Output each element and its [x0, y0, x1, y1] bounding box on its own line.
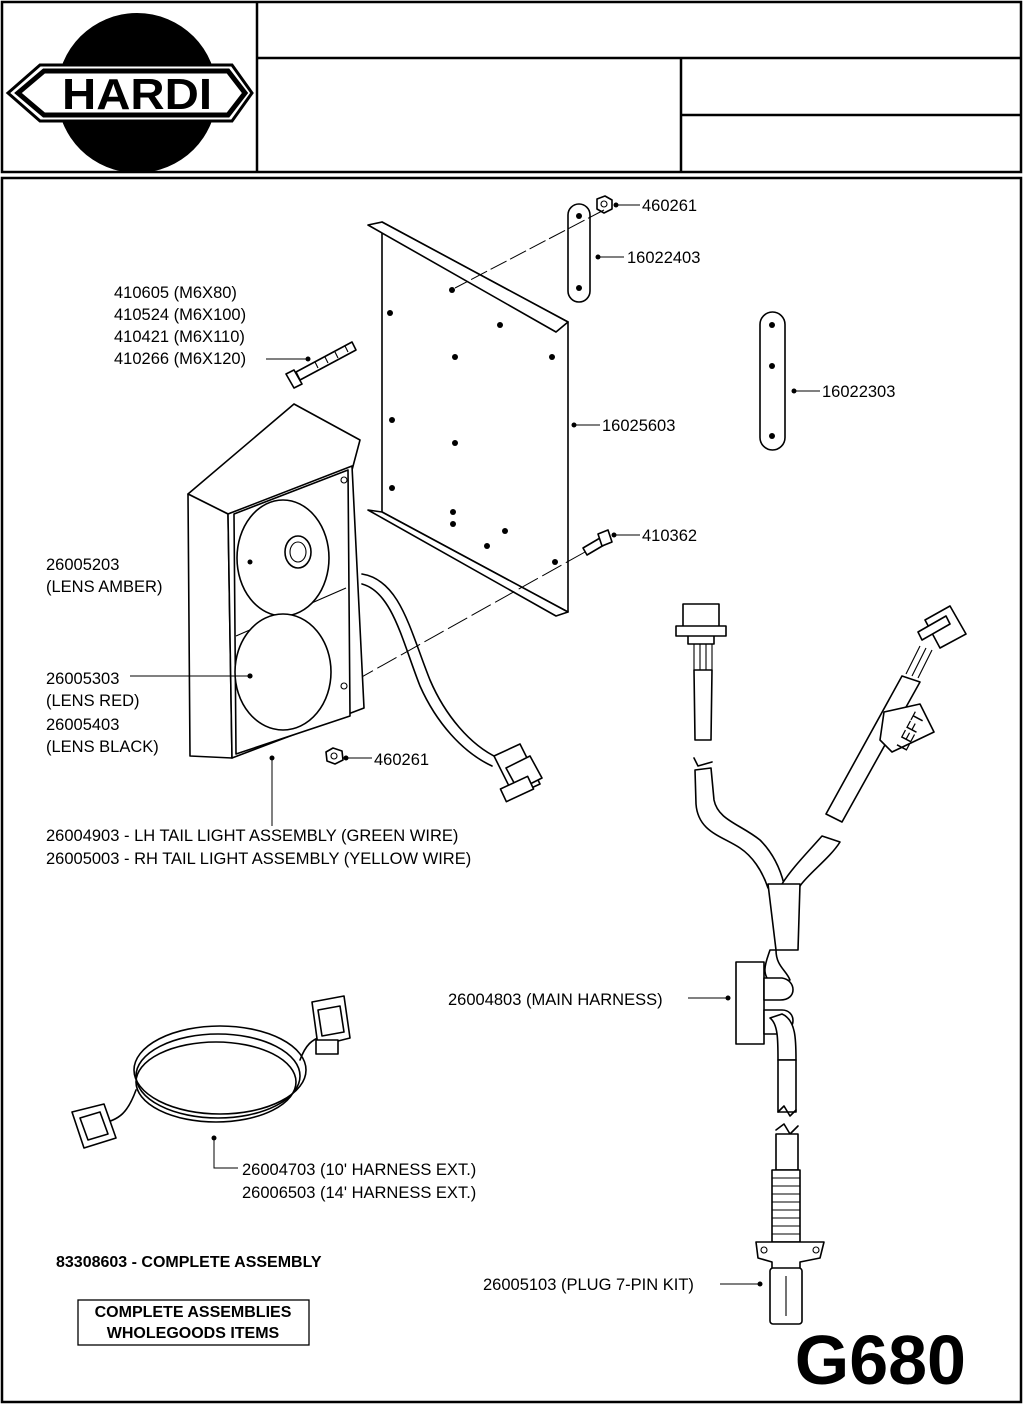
long-bolt: [285, 341, 357, 389]
callout-bracket: 16025603: [602, 417, 675, 435]
callout-nut-bottom: 460261: [374, 751, 429, 769]
callout-ext-14: 26006503 (14' HARNESS EXT.): [242, 1184, 476, 1202]
callout-bolt-110: 410421 (M6X110): [114, 328, 245, 346]
callout-lh-assembly: 26004903 - LH TAIL LIGHT ASSEMBLY (GREEN…: [46, 827, 458, 845]
extension-connector-bottom: [71, 1103, 117, 1149]
callout-bolt-100: 410524 (M6X100): [114, 306, 246, 324]
callout-rh-assembly: 26005003 - RH TAIL LIGHT ASSEMBLY (YELLO…: [46, 850, 471, 868]
main-harness: LEFT: [675, 603, 967, 1243]
tail-light-connector: [493, 743, 543, 803]
logo-text: HARDI: [62, 70, 212, 119]
callout-lens-black-desc: (LENS BLACK): [46, 738, 159, 756]
callout-lens-amber-desc: (LENS AMBER): [46, 578, 162, 596]
assemblies-box-line1: COMPLETE ASSEMBLIES: [95, 1304, 292, 1321]
leader-lines: [130, 202, 820, 1287]
callout-labels: 460261 16022403 410605 (M6X80) 410524 (M…: [46, 197, 895, 1294]
sheet-number: G680: [795, 1321, 966, 1399]
seven-pin-plug: [755, 1241, 825, 1325]
assemblies-box-line2: WHOLEGOODS ITEMS: [107, 1325, 280, 1342]
callout-strap-right: 16022303: [822, 383, 895, 401]
extension-connector-top: [311, 995, 351, 1055]
corrugation-lines: [772, 1177, 800, 1235]
drawing-frame: [0, 176, 1023, 1404]
strap-16022303: [759, 311, 786, 451]
callout-nut-top: 460261: [642, 197, 697, 215]
callout-lens-red-desc: (LENS RED): [46, 692, 140, 710]
callout-ext-10: 26004703 (10' HARNESS EXT.): [242, 1161, 476, 1179]
callout-bolt-small: 410362: [642, 527, 697, 545]
callout-plug: 26005103 (PLUG 7-PIN KIT): [483, 1276, 694, 1294]
callout-strap-top: 16022403: [627, 249, 700, 267]
callout-lens-amber-pn: 26005203: [46, 556, 119, 574]
harness-extension: [71, 995, 351, 1149]
hardi-logo: HARDI: [5, 13, 254, 173]
callout-lens-black-pn: 26005403: [46, 716, 119, 734]
complete-assemblies-box: COMPLETE ASSEMBLIES WHOLEGOODS ITEMS: [77, 1299, 310, 1346]
mounting-bracket: [367, 221, 569, 617]
callout-main-harness: 26004803 (MAIN HARNESS): [448, 991, 663, 1009]
callout-bolt-120: 410266 (M6X120): [114, 350, 246, 368]
title-block: HARDI: [0, 0, 1023, 174]
callout-lens-red-pn: 26005303: [46, 670, 119, 688]
tail-light-assembly: [187, 403, 365, 759]
callout-bolt-80: 410605 (M6X80): [114, 284, 237, 302]
complete-assembly-label: 83308603 - COMPLETE ASSEMBLY: [56, 1254, 322, 1271]
strap-16022403: [567, 203, 591, 303]
nut-top: [596, 195, 613, 214]
nut-bottom: [325, 747, 344, 765]
small-bolt: [582, 529, 613, 556]
